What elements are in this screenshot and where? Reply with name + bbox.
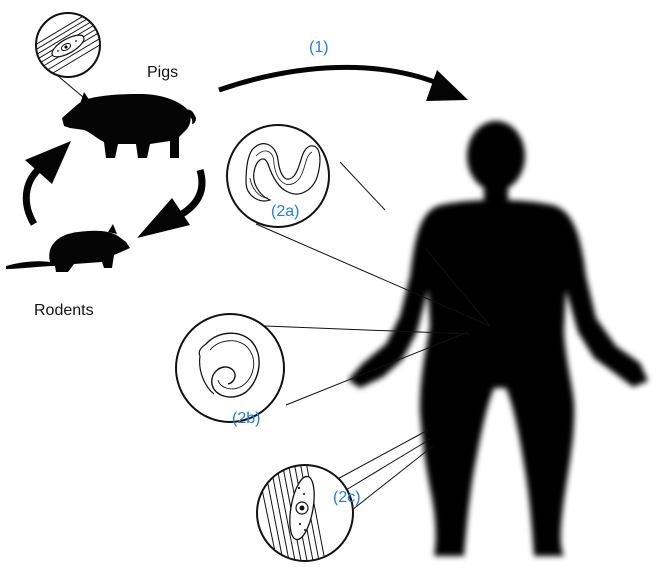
step-2c-label: (2c) — [333, 489, 361, 506]
pigs-label: Pigs — [147, 64, 178, 81]
step-2a-label: (2a) — [271, 203, 299, 220]
rodents-label: Rodents — [34, 302, 94, 319]
arrow-rodent-to-pig — [25, 141, 71, 224]
step-1-label: (1) — [309, 39, 329, 56]
step-2b-label: (2b) — [232, 410, 260, 427]
arrow-pig-to-rodent — [137, 170, 202, 238]
encysted-larva-icon — [30, 12, 108, 77]
muscle-cyst-icon — [257, 462, 353, 566]
rat-silhouette-icon — [6, 224, 130, 272]
arrow-pig-to-human — [219, 67, 468, 101]
pig-silhouette-icon — [62, 92, 196, 158]
human-silhouette-icon — [348, 121, 648, 556]
coiled-larva-icon — [176, 314, 284, 422]
